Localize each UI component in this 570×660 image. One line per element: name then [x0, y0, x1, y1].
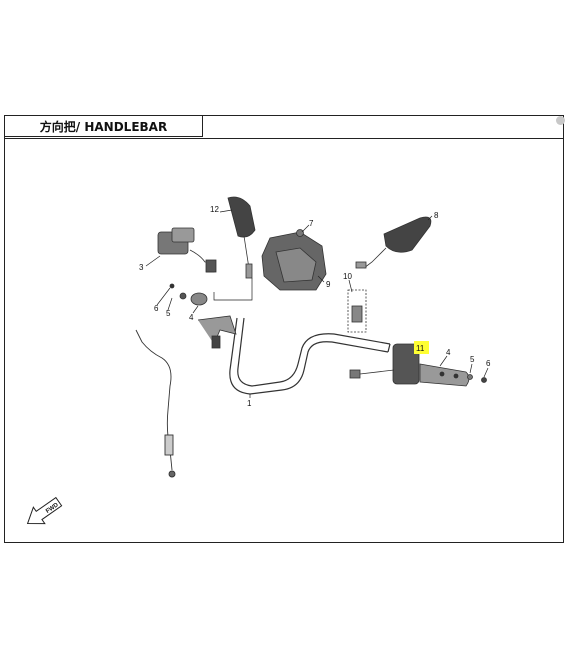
- handlebar-tube: [229, 317, 391, 395]
- part-label-11[interactable]: 11: [416, 344, 425, 353]
- part-label-3[interactable]: 3: [139, 263, 144, 272]
- part-label-4[interactable]: 4: [189, 313, 194, 322]
- highlight-box: [414, 341, 429, 354]
- left-mirror: [227, 196, 256, 279]
- right-mirror: [355, 216, 432, 269]
- part-label-7[interactable]: 7: [309, 219, 314, 228]
- bolt-7: [296, 229, 304, 237]
- diagram-frame: [4, 115, 564, 543]
- left-switch-assembly: [157, 227, 217, 273]
- part-label-10[interactable]: 10: [343, 272, 352, 281]
- part-label-5b[interactable]: 5: [470, 355, 475, 364]
- right-switch-housing: [349, 343, 420, 385]
- part-label-6b[interactable]: 6: [486, 359, 491, 368]
- part-label-8[interactable]: 8: [434, 211, 439, 220]
- mirror-mount: [347, 289, 367, 333]
- part-label-5[interactable]: 5: [166, 309, 171, 318]
- leader-lines: [145, 209, 489, 398]
- handlebar-cover: [261, 231, 327, 291]
- part-label-4b[interactable]: 4: [446, 348, 451, 357]
- title-box: 方向把/ HANDLEBAR: [4, 115, 203, 137]
- part-label-6[interactable]: 6: [154, 304, 159, 313]
- grip-end-fasteners: [467, 374, 487, 383]
- page-title: 方向把/ HANDLEBAR: [39, 119, 168, 134]
- part-label-9[interactable]: 9: [326, 280, 331, 289]
- forward-arrow-icon: FWD: [26, 496, 63, 525]
- part-label-1[interactable]: 1: [247, 399, 252, 408]
- title-rule: [4, 138, 564, 139]
- corner-dot-icon: [556, 116, 565, 125]
- throttle-cable: [135, 329, 176, 478]
- left-lever-assembly: [169, 283, 237, 349]
- part-label-12[interactable]: 12: [210, 205, 219, 214]
- right-grip: [419, 363, 470, 387]
